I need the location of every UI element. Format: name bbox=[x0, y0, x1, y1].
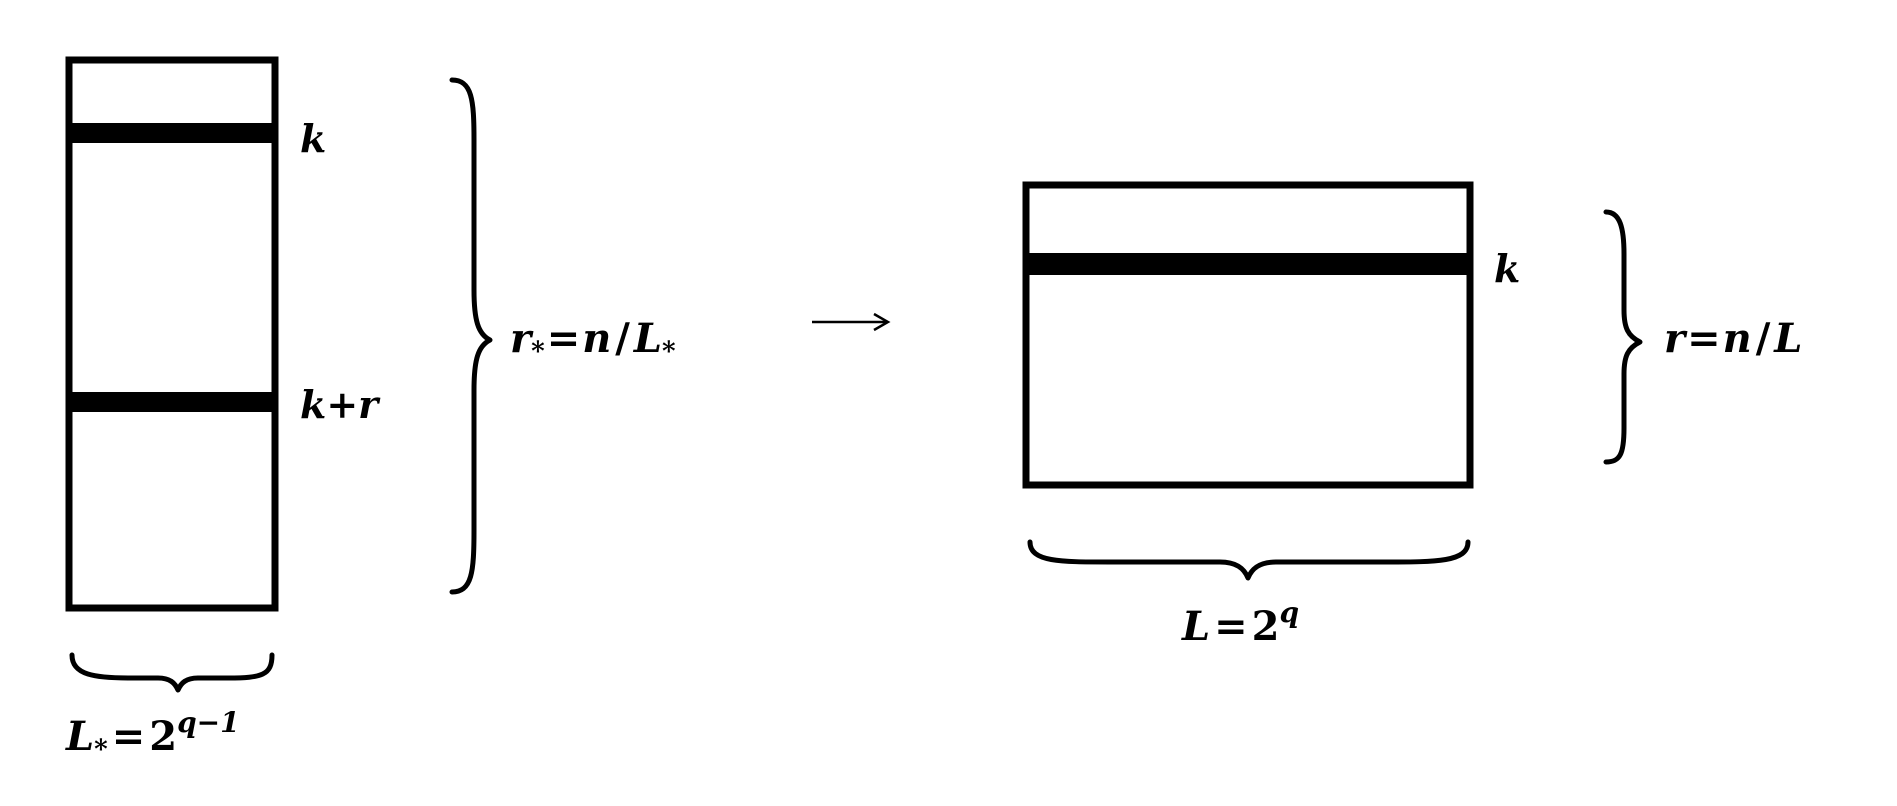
left-width-base-subscript: * bbox=[94, 735, 108, 765]
right-width-label: L=2q bbox=[1181, 596, 1299, 650]
left-array bbox=[65, 56, 279, 612]
left-array-frame bbox=[65, 56, 279, 612]
left-row-k-plus-r-label: k+r bbox=[300, 382, 381, 427]
left-height-denominator-subscript: * bbox=[662, 337, 676, 367]
right-width-exponent: q bbox=[1279, 596, 1299, 629]
right-height-brace bbox=[1603, 209, 1643, 465]
right-width-value: 2 bbox=[1252, 603, 1280, 650]
right-row-k-label: k bbox=[1494, 246, 1520, 291]
right-array bbox=[1022, 181, 1474, 489]
left-height-equals: = bbox=[547, 315, 581, 362]
right-width-base: L bbox=[1181, 603, 1210, 650]
transform-arrow-head bbox=[873, 312, 891, 332]
left-height-brace bbox=[449, 77, 493, 595]
left-width-brace bbox=[69, 652, 275, 693]
left-height-symbol-subscript: * bbox=[531, 337, 545, 367]
left-height-symbol: r bbox=[510, 315, 534, 362]
left-height-slash: / bbox=[615, 315, 630, 362]
left-width-label: L*=2q−1 bbox=[65, 706, 240, 765]
left-width-equals: = bbox=[112, 713, 146, 760]
right-height-denominator: L bbox=[1773, 315, 1802, 362]
right-row-k-band bbox=[1026, 253, 1470, 275]
right-width-brace bbox=[1027, 539, 1471, 581]
right-array-frame bbox=[1022, 181, 1474, 489]
left-width-value: 2 bbox=[149, 713, 177, 760]
left-height-label: r*=n/L* bbox=[510, 315, 676, 367]
right-height-label: r=n/L bbox=[1664, 315, 1802, 362]
left-width-exponent: q−1 bbox=[177, 706, 240, 739]
left-width-base: L bbox=[65, 713, 94, 760]
right-width-equals: = bbox=[1214, 603, 1248, 650]
right-height-slash: / bbox=[1756, 315, 1771, 362]
right-height-numerator: n bbox=[1723, 315, 1752, 362]
right-height-equals: = bbox=[1687, 315, 1721, 362]
transform-arrow bbox=[812, 312, 891, 332]
left-row-k-label: k bbox=[300, 116, 326, 161]
left-height-numerator: n bbox=[582, 315, 611, 362]
left-row-k-band bbox=[69, 123, 275, 143]
left-row-k-plus-r-band bbox=[69, 392, 275, 412]
right-height-symbol: r bbox=[1664, 315, 1688, 362]
left-height-denominator: L bbox=[633, 315, 662, 362]
